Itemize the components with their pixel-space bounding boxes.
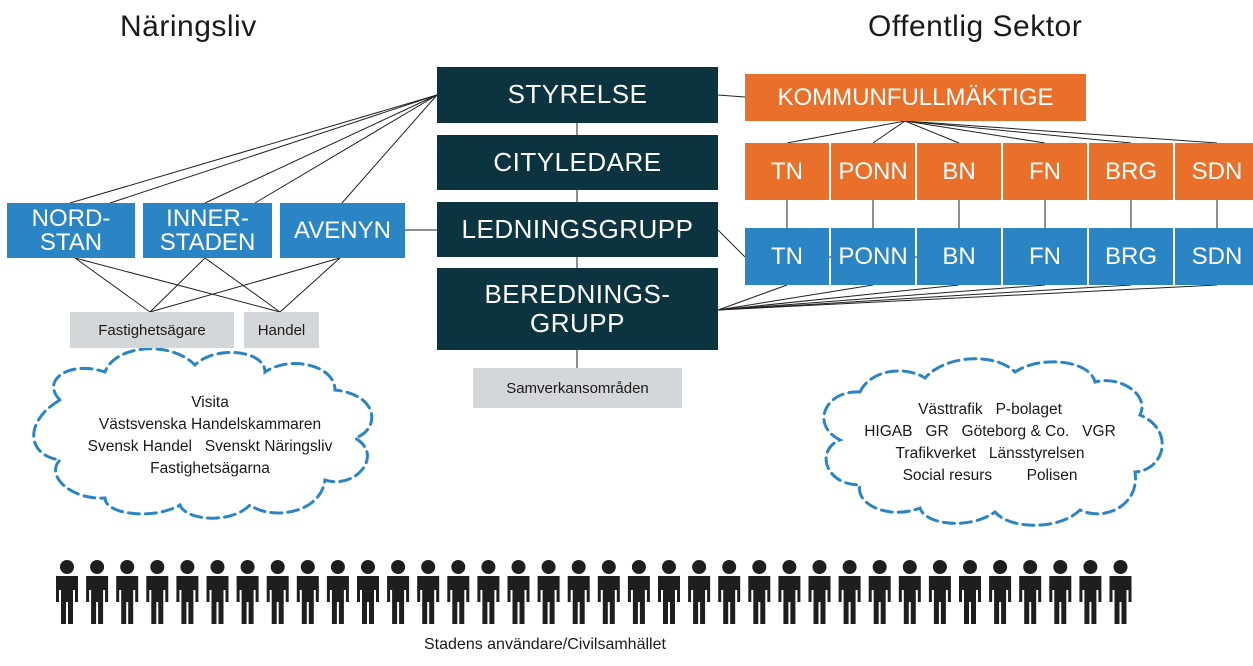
person-icon [296, 560, 319, 624]
footer-caption: Stadens användare/Civilsamhället [424, 636, 666, 653]
innerstaden-box: INNER- STADEN [143, 203, 272, 258]
person-icon [808, 560, 831, 624]
committee-orange-ponn: PONN [831, 143, 915, 200]
person-icon [266, 560, 289, 624]
board-box: STYRELSE [437, 67, 718, 123]
person-icon [898, 560, 921, 624]
committee-orange-tn: TN [745, 143, 829, 200]
person-icon [748, 560, 771, 624]
preparation-group-box: BEREDNINGS- GRUPP [437, 268, 718, 350]
nordstan-box: NORD- STAN [7, 203, 135, 258]
person-icon [146, 560, 169, 624]
person-icon [778, 560, 801, 624]
business-cloud-text: Visita Västsvenska Handelskammaren Svens… [40, 392, 380, 480]
person-icon [1049, 560, 1072, 624]
municipal-council-box: KOMMUNFULLMÄKTIGE [745, 74, 1086, 121]
person-icon [206, 560, 229, 624]
business-cloud-line: Västsvenska Handelskammaren [98, 416, 322, 433]
committee-orange-sdn: SDN [1175, 143, 1253, 200]
person-icon [868, 560, 891, 624]
committee-orange-bn: BN [917, 143, 1001, 200]
person-icon [989, 560, 1012, 624]
person-icon [236, 560, 259, 624]
committee-orange-brg: BRG [1089, 143, 1173, 200]
heading-public-sector: Offentlig Sektor [868, 10, 1083, 43]
management-group-box: LEDNINGSGRUPP [437, 202, 718, 257]
retail-box: Handel [244, 312, 319, 348]
person-icon [326, 560, 349, 624]
person-icon [387, 560, 410, 624]
business-cloud-line: Fastighetsägarna [150, 460, 270, 477]
person-icon [959, 560, 981, 624]
committee-blue-tn: TN [745, 228, 829, 285]
person-icon [928, 560, 951, 624]
public-cloud-line: Västtrafik P-bolaget [918, 401, 1062, 418]
person-icon [688, 560, 711, 624]
city-manager-box: CITYLEDARE [437, 135, 718, 190]
public-cloud-line: Social resurs Polisen [902, 467, 1078, 484]
person-icon [507, 560, 530, 624]
person-icon [838, 560, 861, 624]
heading-business-sector: Näringsliv [120, 10, 257, 43]
person-icon [567, 560, 590, 624]
person-icon [116, 560, 139, 624]
public-cloud-line: Trafikverket Länsstyrelsen [895, 445, 1085, 462]
committee-blue-ponn: PONN [831, 228, 915, 285]
public-cloud-text: Västtrafik P-bolaget HIGAB GR Göteborg &… [820, 399, 1160, 487]
property-owners-box: Fastighetsägare [70, 312, 234, 348]
person-icon [1109, 560, 1132, 624]
business-cloud-line: Visita [191, 394, 229, 411]
person-icon [86, 560, 109, 624]
cooperation-areas-box: Samverkansområden [473, 368, 682, 408]
person-icon [597, 560, 620, 624]
business-cloud [32, 347, 374, 520]
person-icon [417, 560, 440, 624]
committee-blue-brg: BRG [1089, 228, 1173, 285]
person-icon [537, 560, 560, 624]
person-icon [627, 560, 650, 624]
avenyn-box: AVENYN [280, 203, 405, 258]
committee-blue-bn: BN [917, 228, 1001, 285]
person-icon [477, 560, 500, 624]
person-icon [1079, 560, 1102, 624]
committee-blue-fn: FN [1003, 228, 1087, 285]
person-icon [56, 560, 78, 624]
person-icon [718, 560, 741, 624]
committee-blue-sdn: SDN [1175, 228, 1253, 285]
person-icon [357, 560, 379, 624]
person-icon [176, 560, 199, 624]
person-icon [447, 560, 470, 624]
person-icon [1019, 560, 1042, 624]
business-cloud-line: Svensk Handel Svenskt Näringsliv [87, 438, 333, 455]
public-cloud-line: HIGAB GR Göteborg & Co. VGR [864, 423, 1116, 440]
public-cloud [822, 357, 1164, 527]
person-icon [658, 560, 680, 624]
committee-orange-fn: FN [1003, 143, 1087, 200]
people-row [56, 560, 1132, 624]
